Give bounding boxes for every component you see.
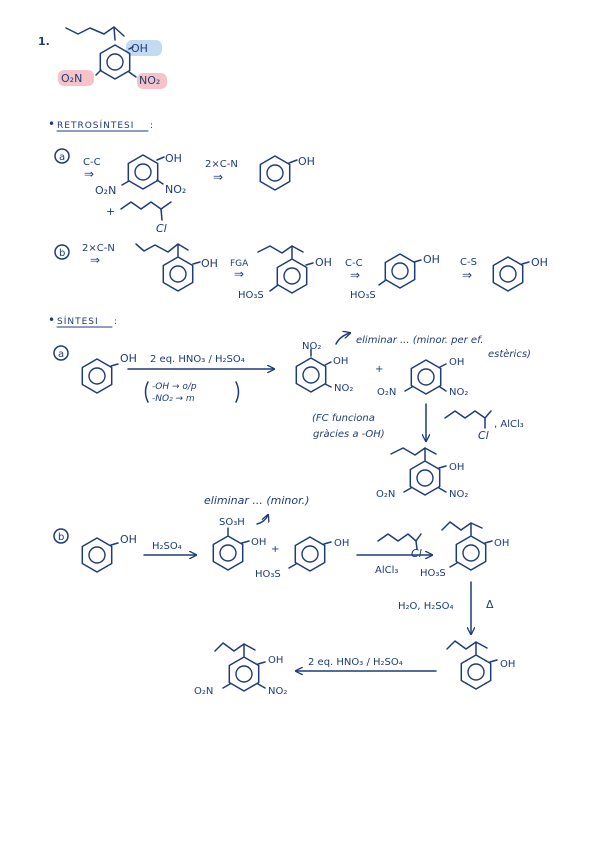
svg-text:•: • [48, 117, 55, 131]
retro-b-step2: FGA [230, 259, 249, 269]
retro-a-step2: 2×C-N [205, 159, 238, 170]
retro-b-int2-oh: OH [315, 256, 332, 269]
target-no2-right: NO₂ [139, 74, 160, 87]
retro-b-step4: C-S [460, 257, 477, 268]
retro-a-reagent-cl: Cl [156, 222, 167, 235]
synth-b-fc-catalyst: AlCl₃ [375, 565, 398, 576]
retro-a-int-no2-left: O₂N [95, 184, 116, 197]
synth-b-start-oh: OH [120, 533, 137, 546]
synth-a-product-oh: OH [449, 462, 464, 473]
target-oh: OH [131, 42, 148, 55]
retro-b-label: b [59, 248, 65, 259]
retro-b-int3-oh: OH [423, 253, 440, 266]
synth-b-alkyl-so3h: HO₃S [420, 568, 446, 579]
synth-b-desulf-reagent: H₂O, H₂SO₄ [398, 601, 454, 612]
retro-b-step1: 2×C-N [82, 243, 115, 254]
synth-a-para-no2-right: NO₂ [449, 387, 468, 398]
synth-heading: SÍNTESI [57, 315, 99, 327]
retro-a-step1: C-C [83, 157, 101, 168]
retro-b-int1-oh: OH [201, 257, 218, 270]
retro-a-plus: + [106, 205, 115, 218]
target-no2-left: O₂N [61, 72, 82, 85]
synth-a-ortho-oh: OH [333, 356, 348, 367]
target-molecule [58, 26, 167, 89]
synth-a-fc-catalyst: , AlCl₃ [494, 419, 524, 430]
svg-text:⇒: ⇒ [350, 268, 360, 282]
synth-b-nitration-reagent: 2 eq. HNO₃ / H₂SO₄ [308, 657, 403, 668]
synth-a-start-oh: OH [120, 352, 137, 365]
synth-b-final-oh: OH [268, 655, 283, 666]
synth-a-fc-reagent-cl: Cl [478, 429, 489, 442]
synth-b-label: b [58, 532, 64, 543]
svg-text:⇒: ⇒ [213, 170, 223, 184]
retro-a-product-oh: OH [298, 155, 315, 168]
synth-route-b [53, 515, 498, 692]
retro-heading-colon: : [150, 121, 153, 131]
synth-a-remove-note: eliminar ... (minor. per ef. [356, 335, 484, 346]
synth-a-remove-note2: estèrics) [488, 348, 531, 360]
synth-a-fc-note2: gràcies a -OH) [313, 428, 385, 440]
synth-b-final-no2-left: O₂N [194, 686, 213, 697]
synth-a-product-no2-right: NO₂ [449, 489, 468, 500]
synth-b-final-no2-right: NO₂ [268, 686, 287, 697]
synth-b-alkyl-oh: OH [494, 538, 509, 549]
retro-route-b [54, 243, 530, 294]
synth-b-ortho-so3h: SO₃H [219, 517, 245, 528]
svg-text:⇒: ⇒ [462, 268, 472, 282]
synth-b-desulf-oh: OH [500, 659, 515, 670]
retro-route-a [54, 148, 298, 221]
retro-a-int-oh: OH [165, 152, 182, 165]
synth-heading-colon: : [114, 317, 117, 327]
synth-a-reagent: 2 eq. HNO₃ / H₂SO₄ [150, 354, 245, 365]
svg-text:⇒: ⇒ [234, 267, 244, 281]
synth-a-product-no2-left: O₂N [376, 489, 395, 500]
synth-a-director2: -NO₂ → m [152, 394, 195, 404]
retro-b-product-oh: OH [531, 256, 548, 269]
svg-text:⇒: ⇒ [90, 253, 100, 267]
synth-route-a [53, 333, 492, 496]
synth-a-para-oh: OH [449, 357, 464, 368]
synth-a-ortho-no2-right: NO₂ [334, 383, 353, 394]
synth-b-para-oh: OH [334, 538, 349, 549]
retro-a-int-no2-right: NO₂ [165, 183, 186, 196]
synth-a-director1: -OH → o/p [152, 382, 197, 392]
retro-heading: RETROSÍNTESI [57, 119, 134, 131]
retro-b-step3: C-C [345, 258, 363, 269]
synth-b-plus: + [271, 544, 279, 555]
problem-number: 1. [38, 35, 50, 48]
synth-b-remove-note: eliminar ... (minor.) [204, 494, 309, 507]
synth-a-fc-note1: (FC funciona [312, 413, 375, 424]
synth-b-reagent1: H₂SO₄ [152, 541, 182, 552]
retro-a-label: a [59, 152, 65, 163]
synth-b-para-so3h: HO₃S [255, 569, 281, 580]
synth-b-ortho-oh: OH [251, 537, 266, 548]
retro-b-int2-so3h: HO₃S [238, 290, 264, 301]
retro-b-int3-so3h: HO₃S [350, 290, 376, 301]
synth-a-ortho-no2-top: NO₂ [302, 341, 321, 352]
synth-a-para-no2-left: O₂N [377, 387, 396, 398]
svg-text:•: • [48, 313, 55, 327]
synth-b-desulf-heat: Δ [486, 598, 494, 611]
svg-text:⇒: ⇒ [84, 167, 94, 181]
synth-b-fc-reagent-cl: Cl [411, 547, 422, 560]
synth-a-plus: + [375, 364, 383, 375]
synth-a-label: a [58, 349, 64, 360]
